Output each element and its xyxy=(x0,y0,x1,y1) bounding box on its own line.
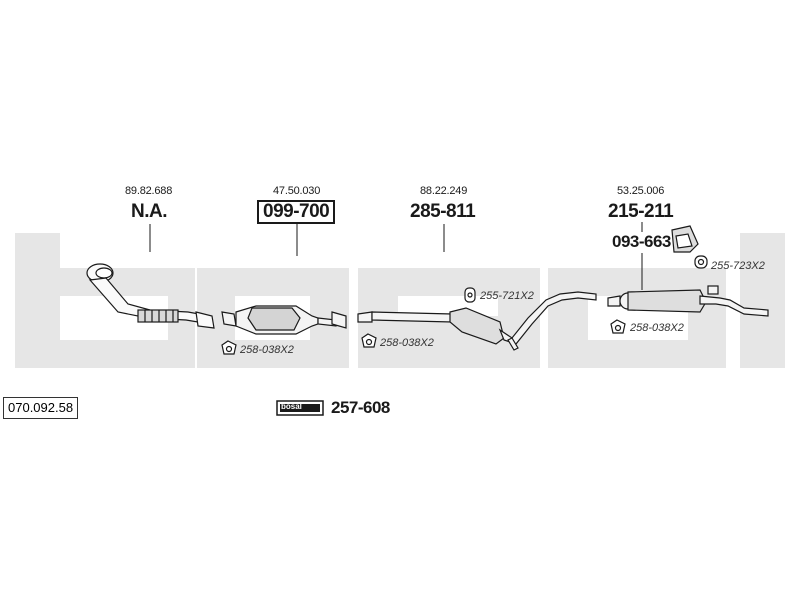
ref-label-4: 53.25.006 xyxy=(617,185,665,197)
gasket-1-label: 258-038X2 xyxy=(240,344,294,356)
front-pipe-part xyxy=(86,263,215,329)
gasket-3-label: 258-038X2 xyxy=(630,322,684,334)
gasket-2-icon xyxy=(361,333,377,348)
fitting-kit-brand: bosal xyxy=(281,402,302,411)
gasket-3-icon xyxy=(610,319,626,334)
fitting-kit-icon xyxy=(276,400,324,416)
fitting-kit-part-number: 257-608 xyxy=(331,398,390,417)
bracket-part-number: 093-663 xyxy=(612,232,671,251)
ref-label-3: 88.22.249 xyxy=(420,185,468,197)
rear-silencer-part xyxy=(607,285,769,317)
part-number-1: N.A. xyxy=(131,201,168,222)
catalytic-converter-part xyxy=(221,305,347,335)
part-number-4: 215-211 xyxy=(608,201,674,222)
ring-1-label: 255-721X2 xyxy=(480,290,534,302)
part-number-2: 099-700 xyxy=(257,200,336,224)
gasket-2-label: 258-038X2 xyxy=(380,337,434,349)
ring-2-icon xyxy=(694,255,708,269)
ref-label-2: 47.50.030 xyxy=(273,185,321,197)
bracket-part xyxy=(671,225,699,253)
ring-2-label: 255-723X2 xyxy=(711,260,765,272)
gasket-1-icon xyxy=(221,340,237,355)
middle-silencer-part xyxy=(357,291,597,351)
ring-1-icon xyxy=(464,287,476,303)
part-number-3: 285-811 xyxy=(410,201,476,222)
ref-label-1: 89.82.688 xyxy=(125,185,173,197)
catalog-number: 070.092.58 xyxy=(3,397,79,419)
